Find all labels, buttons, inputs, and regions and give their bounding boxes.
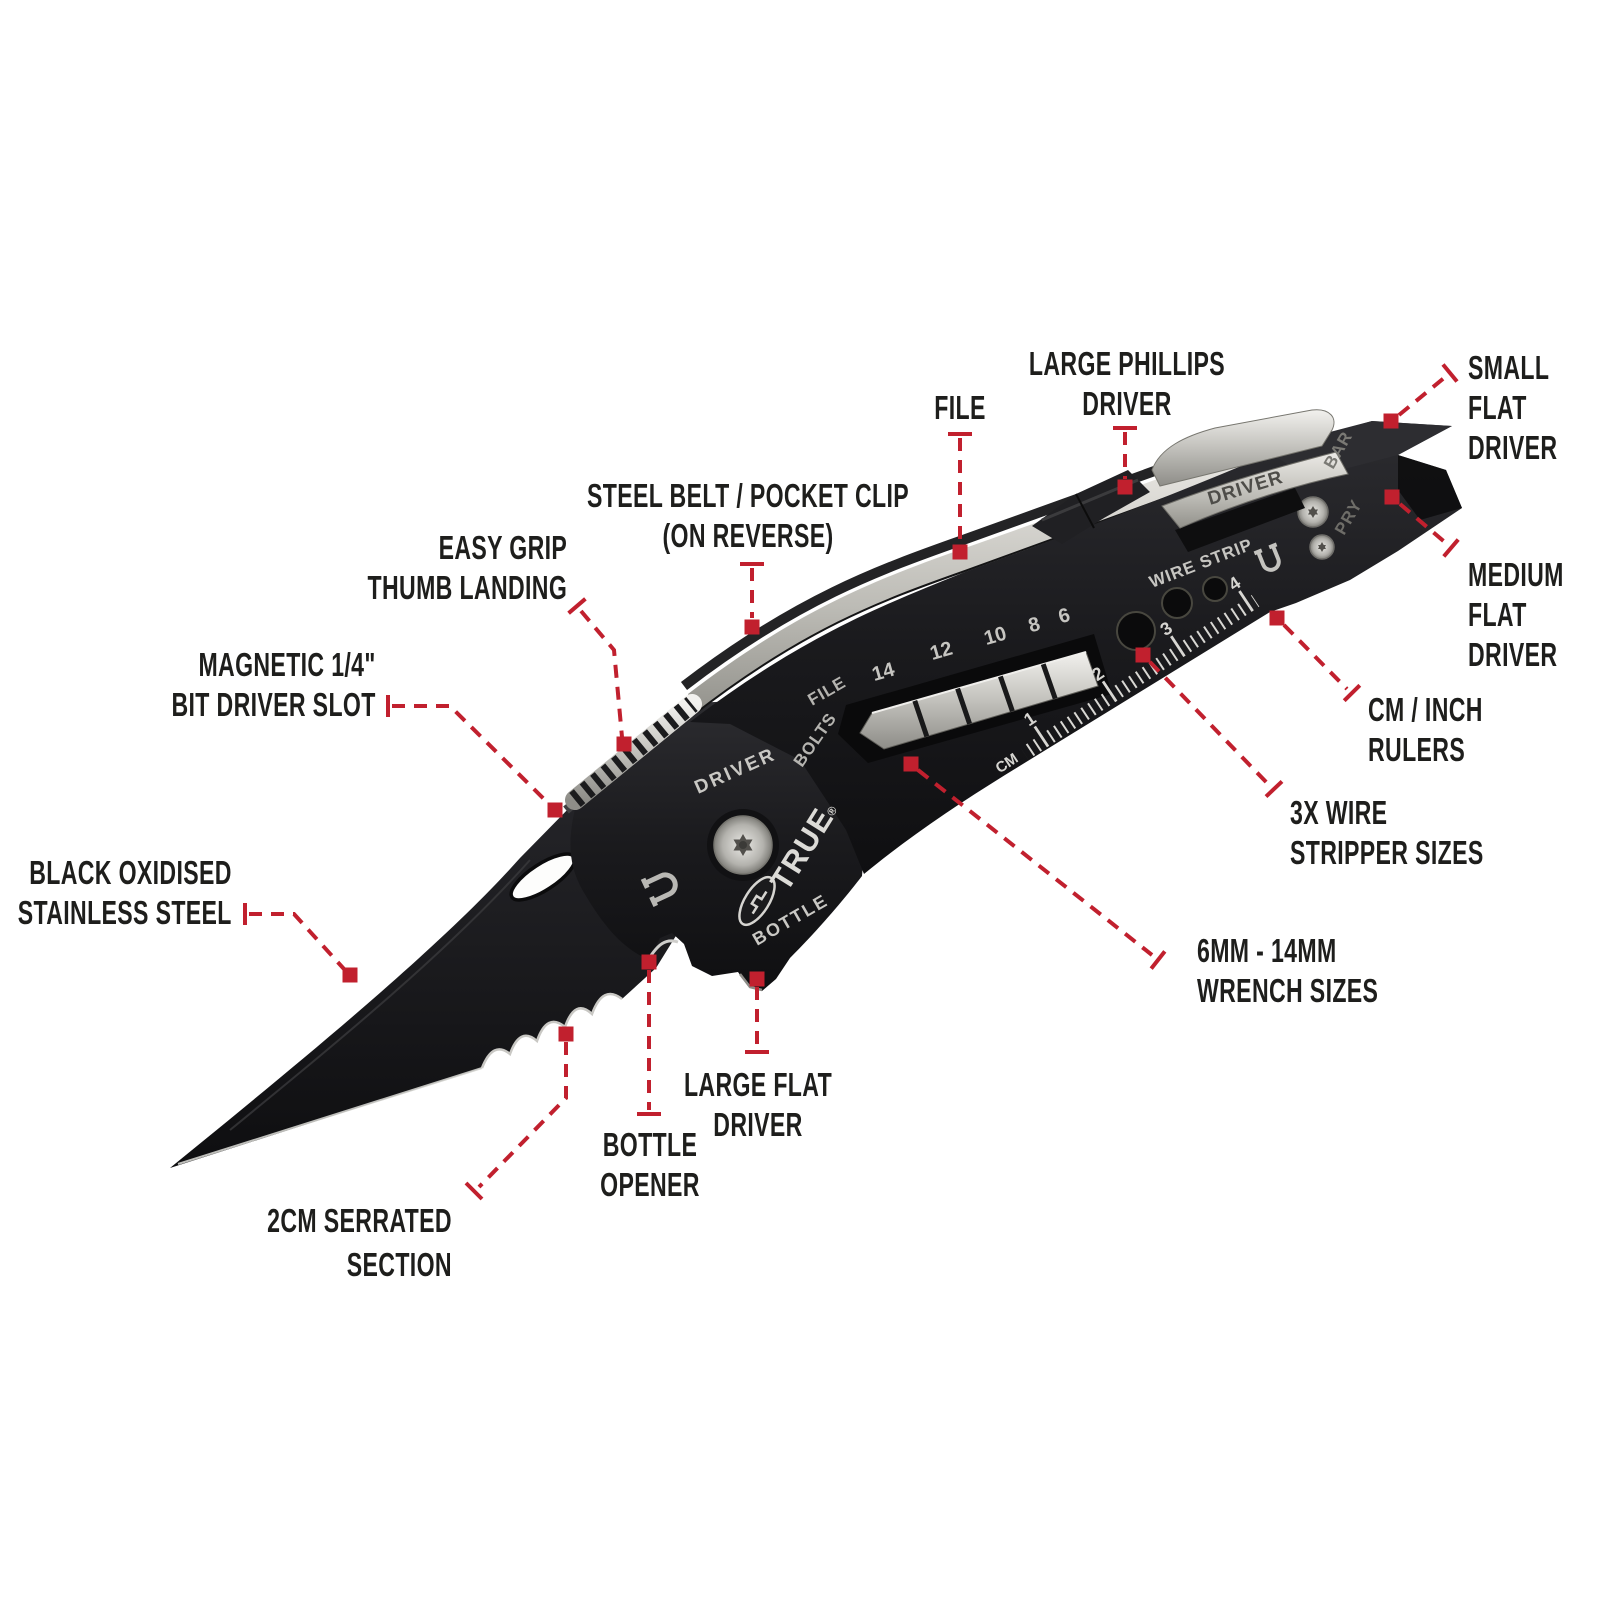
callout-line: THUMB LANDING [367, 569, 567, 606]
leader-large-flat [745, 971, 769, 1054]
leader-wire-stripper [1135, 647, 1284, 799]
callout-cm-inch-rulers: CM / INCH RULERS [1368, 690, 1483, 770]
callout-line: STAINLESS STEEL [17, 894, 232, 931]
callout-line: BOTTLE [602, 1126, 698, 1163]
leader-small-flat [1383, 363, 1459, 429]
callout-line: STEEL BELT / POCKET CLIP [587, 477, 909, 514]
callout-medium-flat-driver: MEDIUM FLAT DRIVER [1468, 555, 1564, 675]
leader-steel-belt [740, 562, 764, 635]
callout-steel-belt-pocket-clip: STEEL BELT / POCKET CLIP (ON REVERSE) [587, 476, 909, 556]
leader-easy-grip [567, 597, 632, 752]
leader-medium-flat [1384, 489, 1460, 558]
callout-line: LARGE FLAT [683, 1066, 833, 1103]
leader-magnetic [386, 695, 563, 818]
callout-large-flat-driver: LARGE FLAT DRIVER [684, 1065, 832, 1145]
leader-large-phillips [1113, 426, 1137, 495]
leader-wrench-sizes [903, 756, 1167, 970]
callout-line: (ON REVERSE) [662, 517, 834, 554]
callout-large-phillips-driver: LARGE PHILLIPS DRIVER [1029, 344, 1225, 424]
callout-bottle-opener: BOTTLE OPENER [600, 1125, 700, 1205]
callout-line: DRIVER [713, 1106, 803, 1143]
wrench-step-bar-highlight [871, 651, 1087, 714]
clip-slot [1175, 488, 1305, 552]
clip-driver-band [1161, 451, 1349, 529]
leader-serrated [464, 1026, 574, 1201]
callout-line: BIT DRIVER SLOT [171, 686, 376, 723]
callout-file: FILE [934, 388, 985, 428]
callout-serrated-section: 2CM SERRATED SECTION [267, 1199, 452, 1287]
callout-line: STRIPPER SIZES [1290, 834, 1484, 871]
leader-file [948, 432, 972, 560]
callout-line: CM / INCH [1368, 691, 1483, 728]
callout-line: FILE [934, 389, 986, 426]
callout-line: MEDIUM [1468, 556, 1564, 593]
clip-raised-bar [1151, 409, 1335, 487]
callout-easy-grip-thumb-landing: EASY GRIP THUMB LANDING [367, 528, 567, 608]
callout-line: 3X WIRE [1290, 794, 1388, 831]
wire-stripper-holes [1116, 576, 1228, 651]
callout-magnetic-bit-driver-slot: MAGNETIC 1/4" BIT DRIVER SLOT [172, 645, 376, 725]
blade-body [170, 802, 695, 1168]
leader-cm-inch [1269, 610, 1362, 703]
callout-line: SMALL [1468, 349, 1550, 386]
callout-line: OPENER [600, 1166, 700, 1203]
callout-line: WRENCH SIZES [1197, 972, 1379, 1009]
callout-line: EASY GRIP [438, 529, 567, 566]
callout-line: DRIVER [1468, 429, 1558, 466]
callout-black-oxidised-stainless-steel: BLACK OXIDISED STAINLESS STEEL [18, 853, 232, 933]
magnet-icon [1253, 542, 1281, 572]
callout-line: 6MM - 14MM [1197, 932, 1337, 969]
leader-lines [243, 363, 1460, 1201]
callout-line: FLAT [1468, 389, 1527, 426]
callout-wire-stripper-sizes: 3X WIRE STRIPPER SIZES [1290, 793, 1484, 873]
callout-line: LARGE PHILLIPS [1028, 345, 1226, 382]
blade-edge-highlight [177, 1067, 483, 1165]
callout-small-flat-driver: SMALL FLAT DRIVER [1468, 348, 1557, 468]
wrench-window [838, 634, 1112, 763]
magnet-icon [640, 872, 678, 907]
serrated-edge-highlight [480, 992, 623, 1069]
callout-line: FLAT [1468, 596, 1527, 633]
callout-wrench-sizes: 6MM - 14MM WRENCH SIZES [1197, 931, 1378, 1011]
leader-black-oxidised [243, 903, 358, 983]
pivot-screw [707, 809, 779, 881]
callout-line: DRIVER [1468, 636, 1558, 673]
leader-bottle-opener [637, 954, 661, 1116]
callout-line: BLACK OXIDISED [29, 854, 232, 891]
callout-line: DRIVER [1082, 385, 1172, 422]
head-screws [1297, 496, 1335, 560]
callout-line: RULERS [1368, 731, 1466, 768]
thumb-jimping [563, 694, 702, 814]
callout-line: 2CM SERRATED [267, 1202, 452, 1239]
blade-spine-highlight [229, 859, 531, 1131]
callout-line: SECTION [346, 1246, 452, 1283]
head-notch-shadow [1398, 455, 1462, 520]
callout-line: MAGNETIC 1/4" [198, 646, 376, 683]
